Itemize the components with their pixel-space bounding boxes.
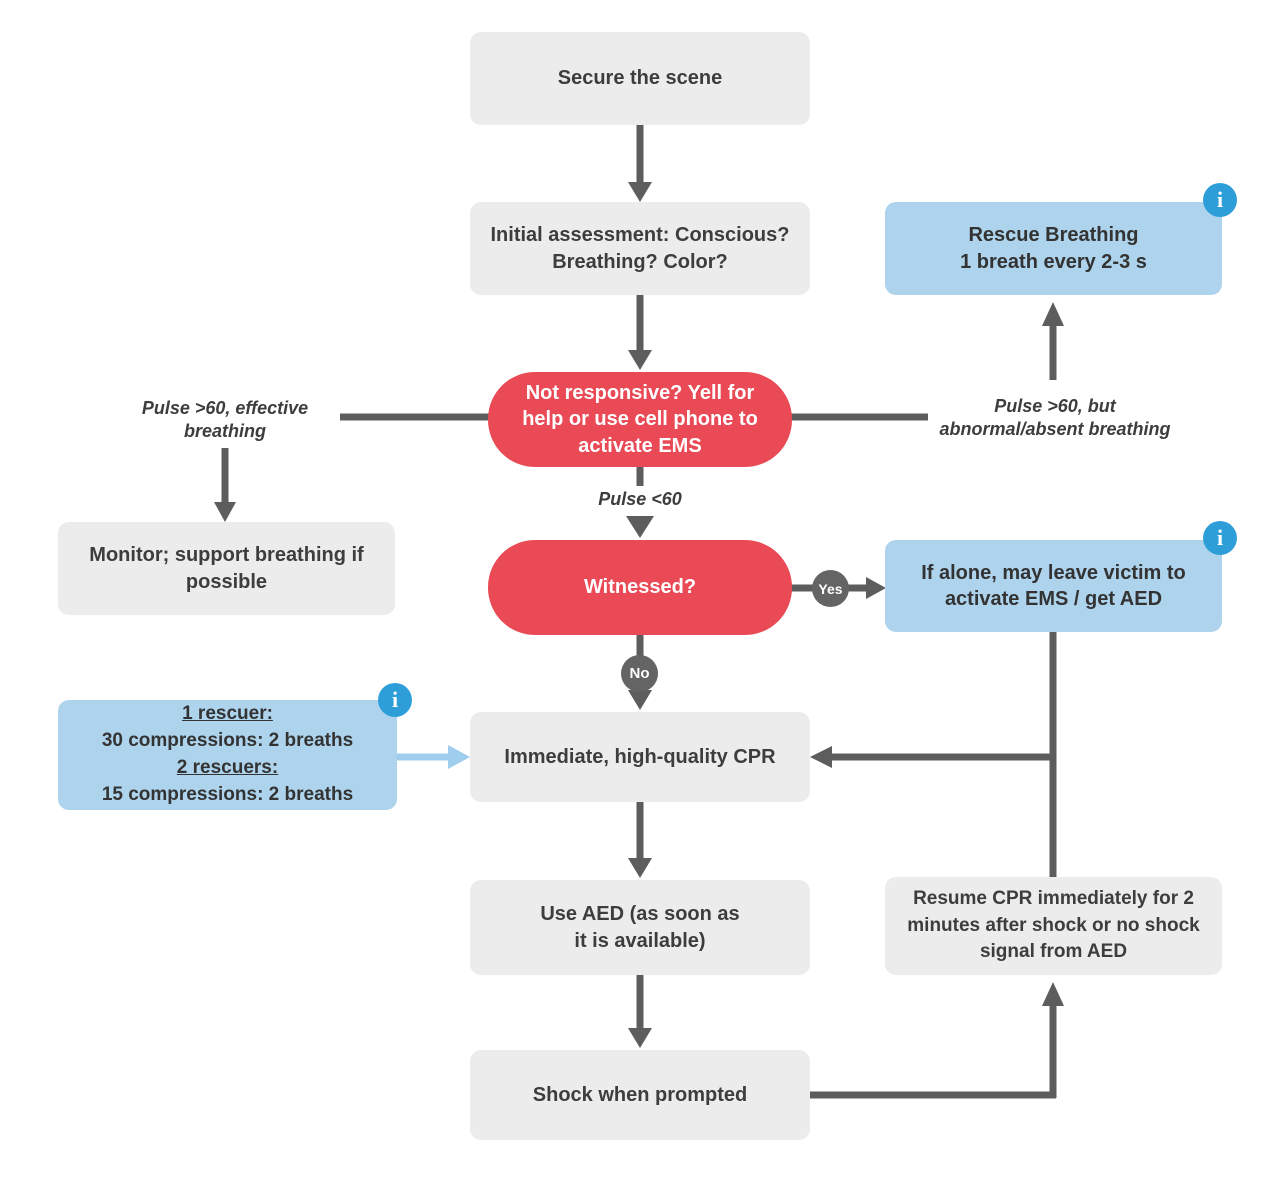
node-monitor: Monitor; support breathing if possible [58,522,395,615]
info-icon[interactable]: i [378,683,412,717]
node-shock-label: Shock when prompted [532,1083,748,1106]
node-use-aed-line1: Use AED (as soon as [540,903,740,926]
label-pulse-low-text: Pulse <60 [598,489,682,509]
arrow-notresponsive-to-witnessed [626,467,654,538]
node-if-alone-line1: If alone, may leave victim to [921,561,1186,584]
node-resume-cpr-line3: signal from AED [979,941,1128,963]
label-pulse-low: Pulse <60 [555,488,725,511]
node-witnessed-label: Witnessed? [583,576,697,599]
node-use-aed: Use AED (as soon as it is available) [470,880,810,975]
node-secure-scene: Secure the scene [470,32,810,125]
info-icon-glyph: i [391,687,399,712]
info-icon-glyph: i [1216,187,1224,212]
node-rescuer-ratios-line3: 2 rescuers: [176,757,279,778]
info-icon-glyph: i [1216,525,1224,550]
arrow-rescuers-to-cpr [397,745,470,769]
arrow-shock-to-resume [810,982,1064,1099]
node-if-alone-line2: activate EMS / get AED [944,588,1163,610]
node-monitor-line2: possible [185,570,268,593]
node-rescuer-ratios: 1 rescuer: 30 compressions: 2 breaths 2 … [58,700,397,810]
node-not-responsive-line2: help or use cell phone to [522,408,758,431]
node-not-responsive-line1: Not responsive? Yell for [525,381,755,404]
arrow-cpr-to-aed [628,802,652,878]
node-initial-assessment: Initial assessment: Conscious? Breathing… [470,202,810,295]
yes-badge: Yes [812,570,849,607]
label-pulse-effective-line2: breathing [183,421,266,442]
node-rescuer-ratios-line1: 1 rescuer: [182,703,273,725]
arrow-secure-to-initial [628,125,652,202]
label-pulse-abnormal-line2: abnormal/absent breathing [939,419,1171,440]
node-rescuer-ratios-line2: 30 compressions: 2 breaths [101,730,354,752]
node-witnessed: Witnessed? [488,540,792,635]
arrow-ifalone-resume-to-cpr [810,632,1057,877]
node-rescue-breathing-line1: Rescue Breathing [968,224,1139,247]
node-resume-cpr-line1: Resume CPR immediately for 2 [913,888,1194,910]
node-rescuer-ratios-line4: 15 compressions: 2 breaths [101,783,354,805]
yes-badge-label: Yes [818,580,843,597]
arrow-notresponsive-to-monitor [214,413,490,522]
label-pulse-abnormal: Pulse >60, but abnormal/absent breathing [915,395,1195,441]
node-monitor-line1: Monitor; support breathing if [89,544,364,567]
node-resume-cpr-line2: minutes after shock or no shock [907,914,1200,936]
label-pulse-effective-line1: Pulse >60, effective [141,398,309,418]
node-cpr: Immediate, high-quality CPR [470,712,810,802]
node-use-aed-line2: it is available) [574,929,706,952]
info-icon[interactable]: i [1203,521,1237,555]
no-badge-label: No [629,665,650,682]
node-not-responsive: Not responsive? Yell for help or use cel… [488,372,792,467]
arrow-witnessed-yes-to-ifalone [790,577,886,599]
arrow-aed-to-shock [628,975,652,1048]
arrow-witnessed-no-to-cpr [628,635,652,710]
info-icon[interactable]: i [1203,183,1237,217]
node-if-alone: If alone, may leave victim to activate E… [885,540,1222,632]
label-pulse-abnormal-line1: Pulse >60, but [994,396,1116,416]
label-pulse-effective: Pulse >60, effective breathing [85,397,365,443]
node-resume-cpr: Resume CPR immediately for 2 minutes aft… [885,877,1222,975]
node-rescue-breathing: Rescue Breathing 1 breath every 2-3 s [885,202,1222,295]
arrow-notresponsive-to-rescuebreathing [790,302,1064,421]
node-cpr-label: Immediate, high-quality CPR [504,745,776,768]
node-not-responsive-line3: activate EMS [578,434,702,457]
node-initial-assessment-line2: Breathing? Color? [552,250,728,273]
node-secure-scene-label: Secure the scene [557,67,723,90]
node-rescue-breathing-line2: 1 breath every 2-3 s [960,250,1147,273]
arrow-initial-to-notresponsive [628,295,652,370]
no-badge: No [621,655,658,692]
node-shock: Shock when prompted [470,1050,810,1140]
node-initial-assessment-line1: Initial assessment: Conscious? [490,224,790,247]
